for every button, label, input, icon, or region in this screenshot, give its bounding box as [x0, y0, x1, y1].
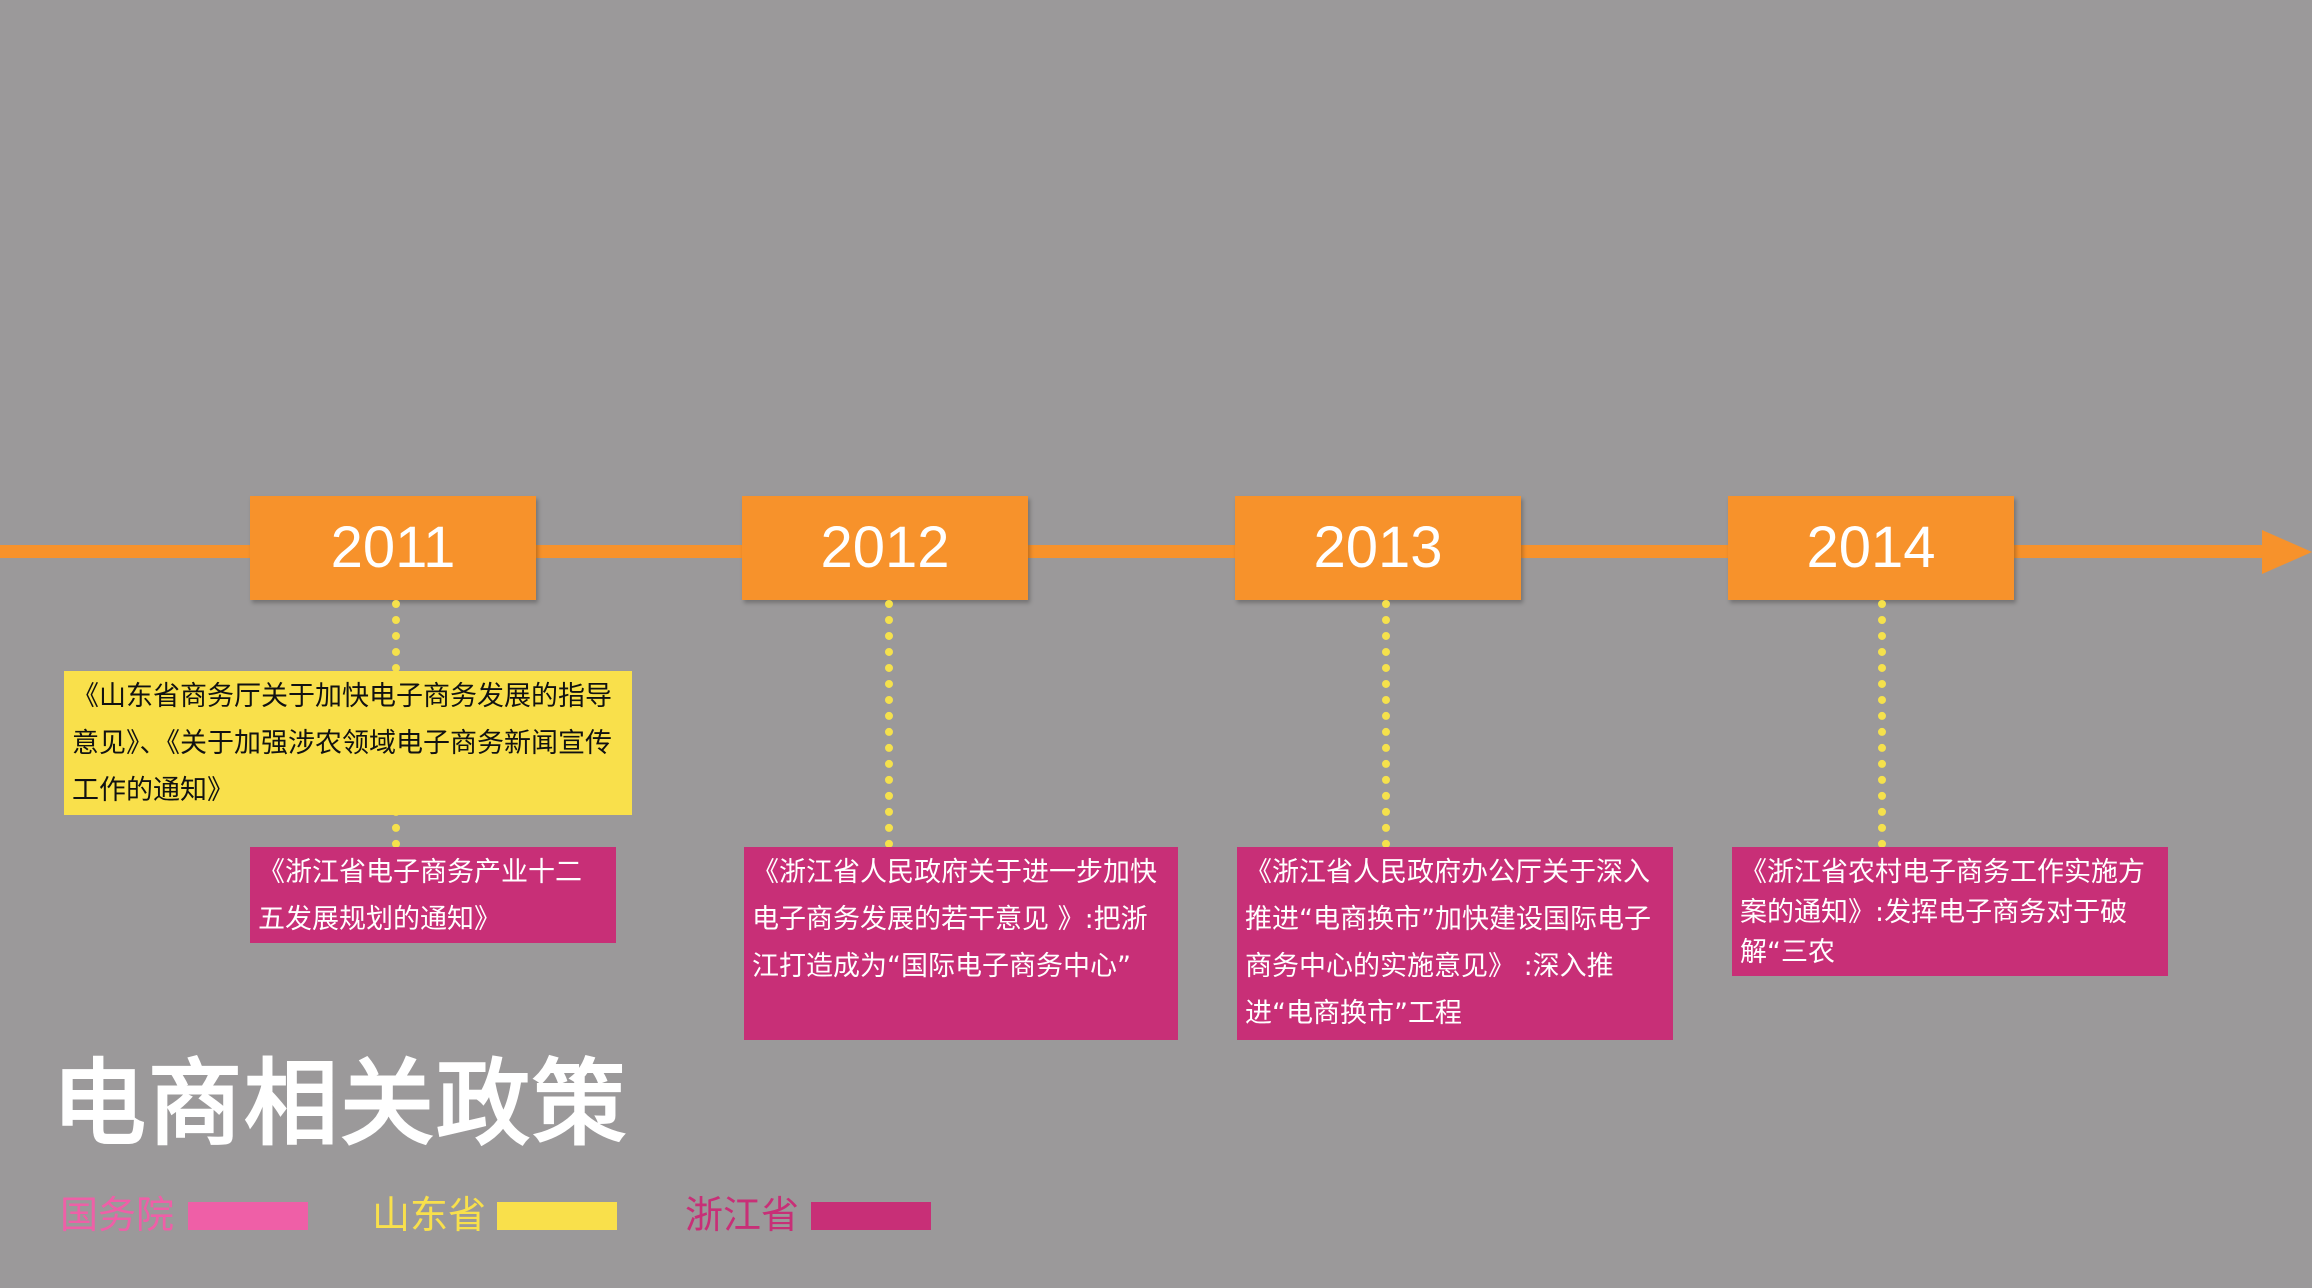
policy-zhejiang-2014: 《浙江省农村电子商务工作实施方案的通知》:发挥电子商务对于破解“三农	[1732, 847, 2168, 976]
timeline-arrow-icon	[2262, 530, 2312, 574]
legend-swatch	[811, 1202, 931, 1230]
policy-zhejiang-2013: 《浙江省人民政府办公厅关于深入推进“电商换市”加快建设国际电子商务中心的实施意见…	[1237, 847, 1673, 1040]
year-box-2014: 2014	[1728, 496, 2014, 600]
legend-swatch	[188, 1202, 308, 1230]
connector-2012	[885, 600, 893, 848]
legend-label: 山东省	[372, 1193, 487, 1237]
year-box-2013: 2013	[1235, 496, 1521, 600]
year-box-2011: 2011	[250, 496, 536, 600]
timeline-axis	[0, 545, 2270, 558]
policy-zhejiang-2011: 《浙江省电子商务产业十二五发展规划的通知》	[250, 847, 616, 943]
page-title: 电商相关政策	[52, 1050, 629, 1159]
year-box-2012: 2012	[742, 496, 1028, 600]
legend-swatch	[497, 1202, 617, 1230]
legend-label: 浙江省	[685, 1193, 800, 1237]
connector-2014	[1878, 600, 1886, 848]
policy-shandong-2011: 《山东省商务厅关于加快电子商务发展的指导意见》、《关于加强涉农领域电子商务新闻宣…	[64, 671, 632, 815]
policy-zhejiang-2012: 《浙江省人民政府关于进一步加快电子商务发展的若干意见 》:把浙江打造成为“国际电…	[744, 847, 1178, 1040]
connector-2013	[1382, 600, 1390, 848]
legend-label: 国务院	[60, 1193, 175, 1237]
